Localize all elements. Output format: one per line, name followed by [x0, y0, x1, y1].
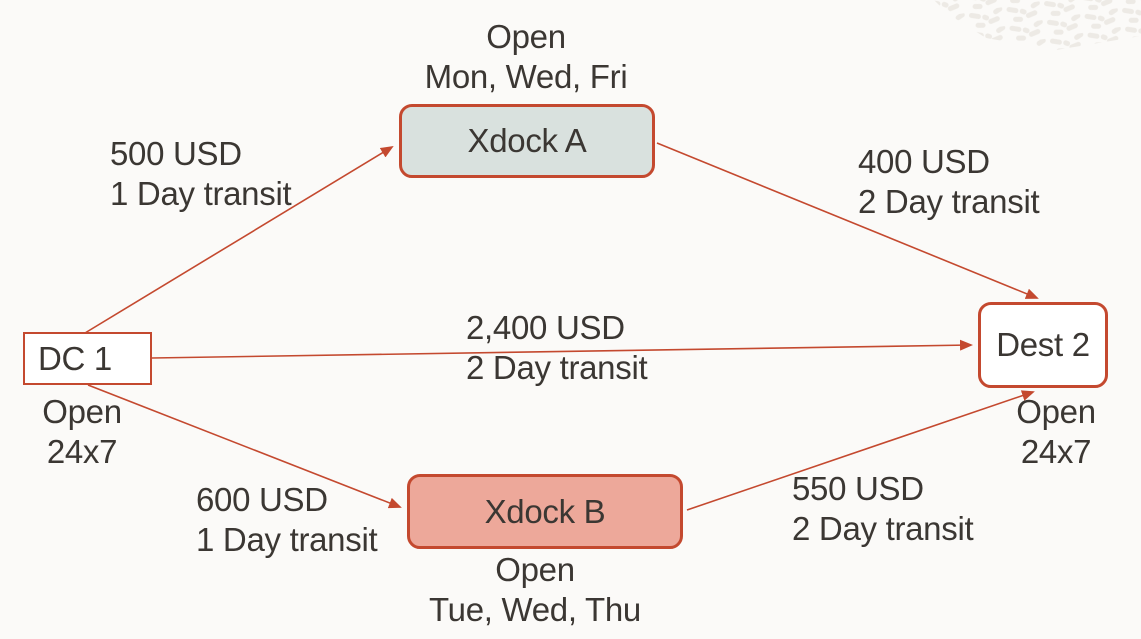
edge-label-dc1-to-xdock-b: 600 USD 1 Day transit — [196, 480, 378, 560]
xdock-b-schedule-line1: Open — [495, 551, 575, 588]
xdock-a-schedule-line1: Open — [486, 18, 566, 55]
edge-label-dc1-to-xdock-a: 500 USD 1 Day transit — [110, 134, 292, 214]
edge-cost: 600 USD — [196, 481, 328, 518]
edge-transit: 2 Day transit — [858, 183, 1040, 220]
edge-transit: 2 Day transit — [792, 510, 974, 547]
node-dc1: DC 1 — [23, 332, 152, 385]
xdock-a-schedule-line2: Mon, Wed, Fri — [424, 58, 628, 95]
xdock-b-schedule-line2: Tue, Wed, Thu — [429, 591, 641, 628]
node-xdock-a: Xdock A — [399, 104, 655, 178]
xdock-a-schedule: Open Mon, Wed, Fri — [378, 17, 674, 97]
dc1-schedule-line1: Open — [42, 393, 122, 430]
edge-transit: 1 Day transit — [110, 175, 292, 212]
dc1-schedule: Open 24x7 — [21, 392, 143, 472]
node-xdock-b: Xdock B — [407, 474, 683, 549]
corner-texture-decoration — [934, 0, 1141, 50]
edge-cost: 2,400 USD — [466, 309, 625, 346]
node-dest2: Dest 2 — [978, 302, 1108, 388]
edge-transit: 1 Day transit — [196, 521, 378, 558]
node-xdock-b-label: Xdock B — [484, 492, 606, 530]
node-xdock-a-label: Xdock A — [467, 122, 587, 159]
edge-cost: 400 USD — [858, 143, 990, 180]
dc1-schedule-line2: 24x7 — [46, 433, 118, 470]
edge-transit: 2 Day transit — [466, 349, 648, 386]
node-dest2-label: Dest 2 — [996, 326, 1090, 363]
xdock-b-schedule: Open Tue, Wed, Thu — [404, 550, 666, 630]
dest2-schedule: Open 24x7 — [996, 392, 1116, 472]
dest2-schedule-line1: Open — [1016, 393, 1096, 430]
node-dc1-label: DC 1 — [38, 339, 112, 377]
edge-label-dc1-to-dest2: 2,400 USD 2 Day transit — [466, 308, 648, 388]
edge-cost: 500 USD — [110, 135, 242, 172]
edge-label-xdock-b-to-dest2: 550 USD 2 Day transit — [792, 469, 974, 549]
edge-cost: 550 USD — [792, 470, 924, 507]
dest2-schedule-line2: 24x7 — [1020, 433, 1092, 470]
edge-label-xdock-a-to-dest2: 400 USD 2 Day transit — [858, 142, 1040, 222]
